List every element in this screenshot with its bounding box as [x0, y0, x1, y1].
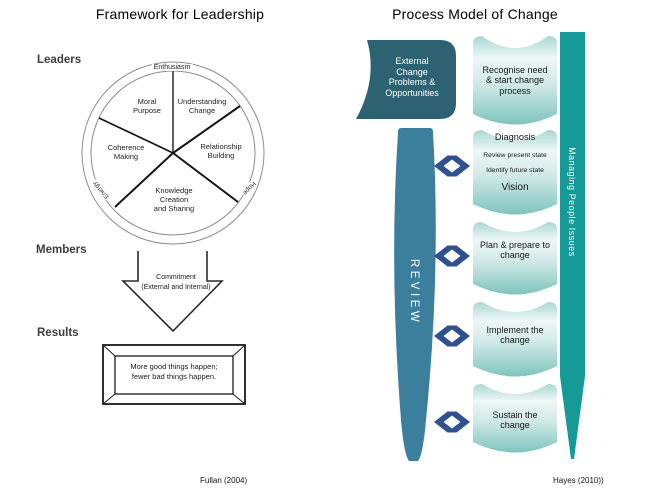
review-bar [394, 128, 436, 461]
diamond-icon [434, 245, 470, 267]
stage-plan-shape [473, 222, 557, 295]
stage-recognise-label: Recognise need & start change process [482, 65, 548, 96]
stage-segments [473, 36, 557, 453]
diamond-icon [434, 155, 470, 177]
stage-diagnosis-shape [473, 130, 557, 215]
external-change-label: External Change Problems & Opportunities [385, 56, 439, 98]
sector-understanding-change: Understanding Change [177, 97, 227, 115]
stage-diagnosis-sub2: Identify future state [486, 167, 544, 174]
commitment-label: Commitment (External and Internal) [141, 274, 211, 291]
stage-plan-label: Plan & prepare to change [479, 240, 551, 261]
managing-people-issues-label: Managing People Issues [567, 147, 577, 257]
sector-line-upper-left [98, 117, 174, 154]
ring-label-enthusiasm: Enthusiasm [151, 64, 193, 71]
label-leaders: Leaders [37, 54, 82, 66]
link-diamonds [434, 155, 470, 433]
managing-people-issues-arrow [560, 32, 585, 459]
left-diagram-title: Framework for Leadership [95, 6, 265, 22]
right-diagram-title: Process Model of Change [392, 6, 558, 22]
stage-implement-shape [473, 302, 557, 377]
diamond-icon [434, 325, 470, 347]
label-members: Members [36, 244, 87, 256]
right-attribution: Hayes (2010)) [553, 476, 604, 485]
sector-relationship-building: Relationship Building [200, 142, 242, 160]
diamond-icon [434, 411, 470, 433]
stage-implement-label: Implement the change [486, 325, 544, 346]
stage-diagnosis-sub1: Review present state [483, 152, 547, 159]
stage-recognise-shape [473, 36, 557, 125]
sector-line-lower-right [172, 152, 239, 203]
stage-vision-heading: Vision [501, 182, 529, 193]
review-label: REVIEW [408, 258, 420, 326]
left-attribution: Fullan (2004) [200, 476, 248, 485]
results-box-text: More good things happen; fewer bad thing… [130, 362, 218, 381]
sector-moral-purpose: Moral Purpose [133, 97, 161, 115]
results-frame [102, 344, 246, 405]
commitment-down-arrow [121, 251, 224, 333]
external-change-shape [356, 40, 456, 119]
sector-line-upper-right [172, 105, 241, 154]
stage-sustain-shape [473, 384, 557, 453]
label-results: Results [37, 327, 79, 339]
sector-coherence-making: Coherence Making [107, 143, 145, 161]
sector-knowledge-creation: Knowledge Creation and Sharing [153, 186, 195, 213]
leadership-wheel [81, 61, 265, 245]
stage-sustain-label: Sustain the change [492, 410, 538, 431]
stage-diagnosis-heading: Diagnosis [494, 132, 536, 142]
sector-line-lower-left [114, 152, 174, 208]
